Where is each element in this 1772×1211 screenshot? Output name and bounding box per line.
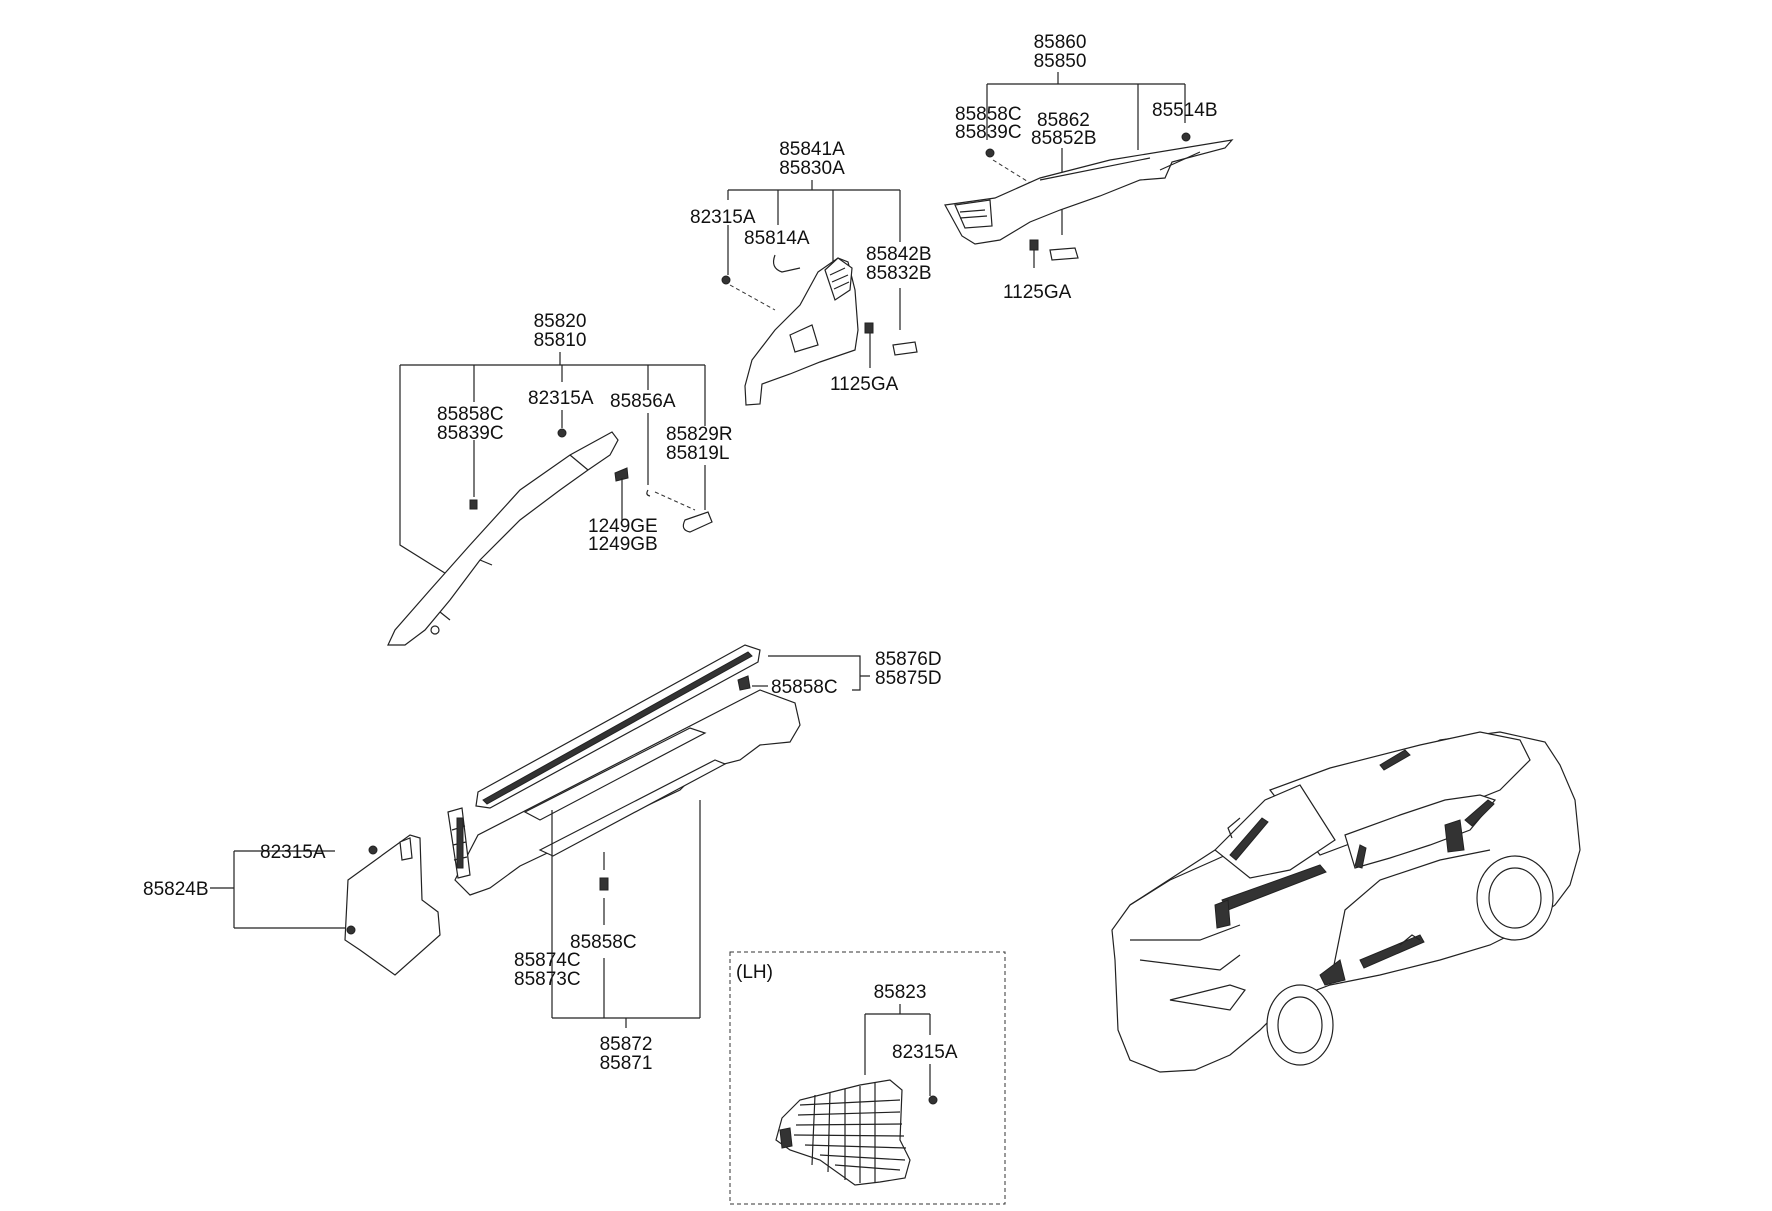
label-85850[interactable]: 85850 — [1034, 51, 1087, 72]
label-85842B[interactable]: 85842B — [866, 244, 932, 265]
lh-inset-frame — [729, 951, 1006, 1205]
label-85858C-sill[interactable]: 85858C — [771, 677, 838, 698]
door-sill-trim — [454, 689, 801, 896]
screw-icon — [614, 467, 629, 482]
label-85514B[interactable]: 85514B — [1152, 100, 1218, 121]
label-1125GA-top[interactable]: 1125GA — [1003, 282, 1072, 303]
label-85841A[interactable]: 85841A — [779, 139, 845, 160]
clip-icon — [928, 1095, 938, 1105]
label-82315A-kick[interactable]: 82315A — [260, 842, 326, 863]
c-pillar-trim — [944, 139, 1234, 245]
a-pillar-trim — [387, 431, 619, 646]
label-85829R[interactable]: 85829R — [666, 424, 733, 445]
label-1249GB[interactable]: 1249GB — [588, 534, 658, 555]
screw-icon — [864, 322, 874, 334]
label-85820[interactable]: 85820 — [534, 311, 587, 332]
label-1125GA-mid[interactable]: 1125GA — [830, 374, 899, 395]
lh-detail-box: (LH) 85823 82315A — [729, 951, 1006, 1205]
label-85819L[interactable]: 85819L — [666, 443, 729, 464]
label-85824B[interactable]: 85824B — [143, 879, 209, 900]
label-85830A[interactable]: 85830A — [779, 158, 845, 179]
wire-clip — [772, 254, 801, 273]
clip-icon — [721, 275, 731, 285]
a-pillar-group: 85820 85810 85858C 85839C 82315A 85856A … — [387, 311, 733, 646]
label-85832B[interactable]: 85832B — [866, 263, 932, 284]
label-85823[interactable]: 85823 — [874, 982, 927, 1003]
label-85862[interactable]: 85862 — [1037, 110, 1090, 131]
bracket — [892, 341, 918, 356]
label-85852B[interactable]: 85852B — [1031, 128, 1097, 149]
label-85872[interactable]: 85872 — [600, 1034, 653, 1055]
label-85839C-left[interactable]: 85839C — [437, 423, 504, 444]
label-85858C-left[interactable]: 85858C — [437, 404, 504, 425]
wire-clip — [646, 489, 651, 497]
rear-pillar-group: 85860 85850 85858C 85839C 85862 85852B 8… — [944, 32, 1234, 303]
cap — [682, 511, 713, 533]
kick-panel — [344, 834, 441, 976]
clip-icon — [737, 675, 751, 691]
clip-icon — [985, 148, 995, 158]
clip-icon — [368, 845, 378, 855]
clip-icon — [599, 877, 609, 891]
b-pillar-group: 85841A 85830A 82315A 85814A 85842B 85832… — [690, 139, 932, 406]
kick-panel-group: 82315A 85824B — [143, 834, 441, 976]
label-85871[interactable]: 85871 — [600, 1053, 653, 1074]
label-85814A[interactable]: 85814A — [744, 228, 810, 249]
label-85874C[interactable]: 85874C — [514, 950, 581, 971]
label-85858C-top[interactable]: 85858C — [955, 104, 1022, 125]
label-82315A-lh[interactable]: 82315A — [892, 1042, 958, 1063]
label-82315A-mid[interactable]: 82315A — [690, 207, 756, 228]
label-85858C-low[interactable]: 85858C — [570, 932, 637, 953]
clip-icon — [469, 499, 478, 510]
label-85810[interactable]: 85810 — [534, 330, 587, 351]
sill-group: 85876D 85875D 85858C 85858C 85874C 85873… — [447, 644, 942, 1074]
label-85875D[interactable]: 85875D — [875, 668, 942, 689]
label-1249GE[interactable]: 1249GE — [588, 516, 658, 537]
screw-icon — [1029, 239, 1039, 251]
car-illustration — [1111, 731, 1581, 1073]
label-85876D[interactable]: 85876D — [875, 649, 942, 670]
clip-icon — [557, 428, 567, 438]
label-85860[interactable]: 85860 — [1034, 32, 1087, 53]
label-85856A[interactable]: 85856A — [610, 391, 676, 412]
label-82315A-left[interactable]: 82315A — [528, 388, 594, 409]
bracket — [1049, 247, 1079, 261]
label-lh[interactable]: (LH) — [736, 962, 773, 983]
clip-icon — [1181, 132, 1191, 142]
label-85839C-top[interactable]: 85839C — [955, 122, 1022, 143]
label-85873C[interactable]: 85873C — [514, 969, 581, 990]
